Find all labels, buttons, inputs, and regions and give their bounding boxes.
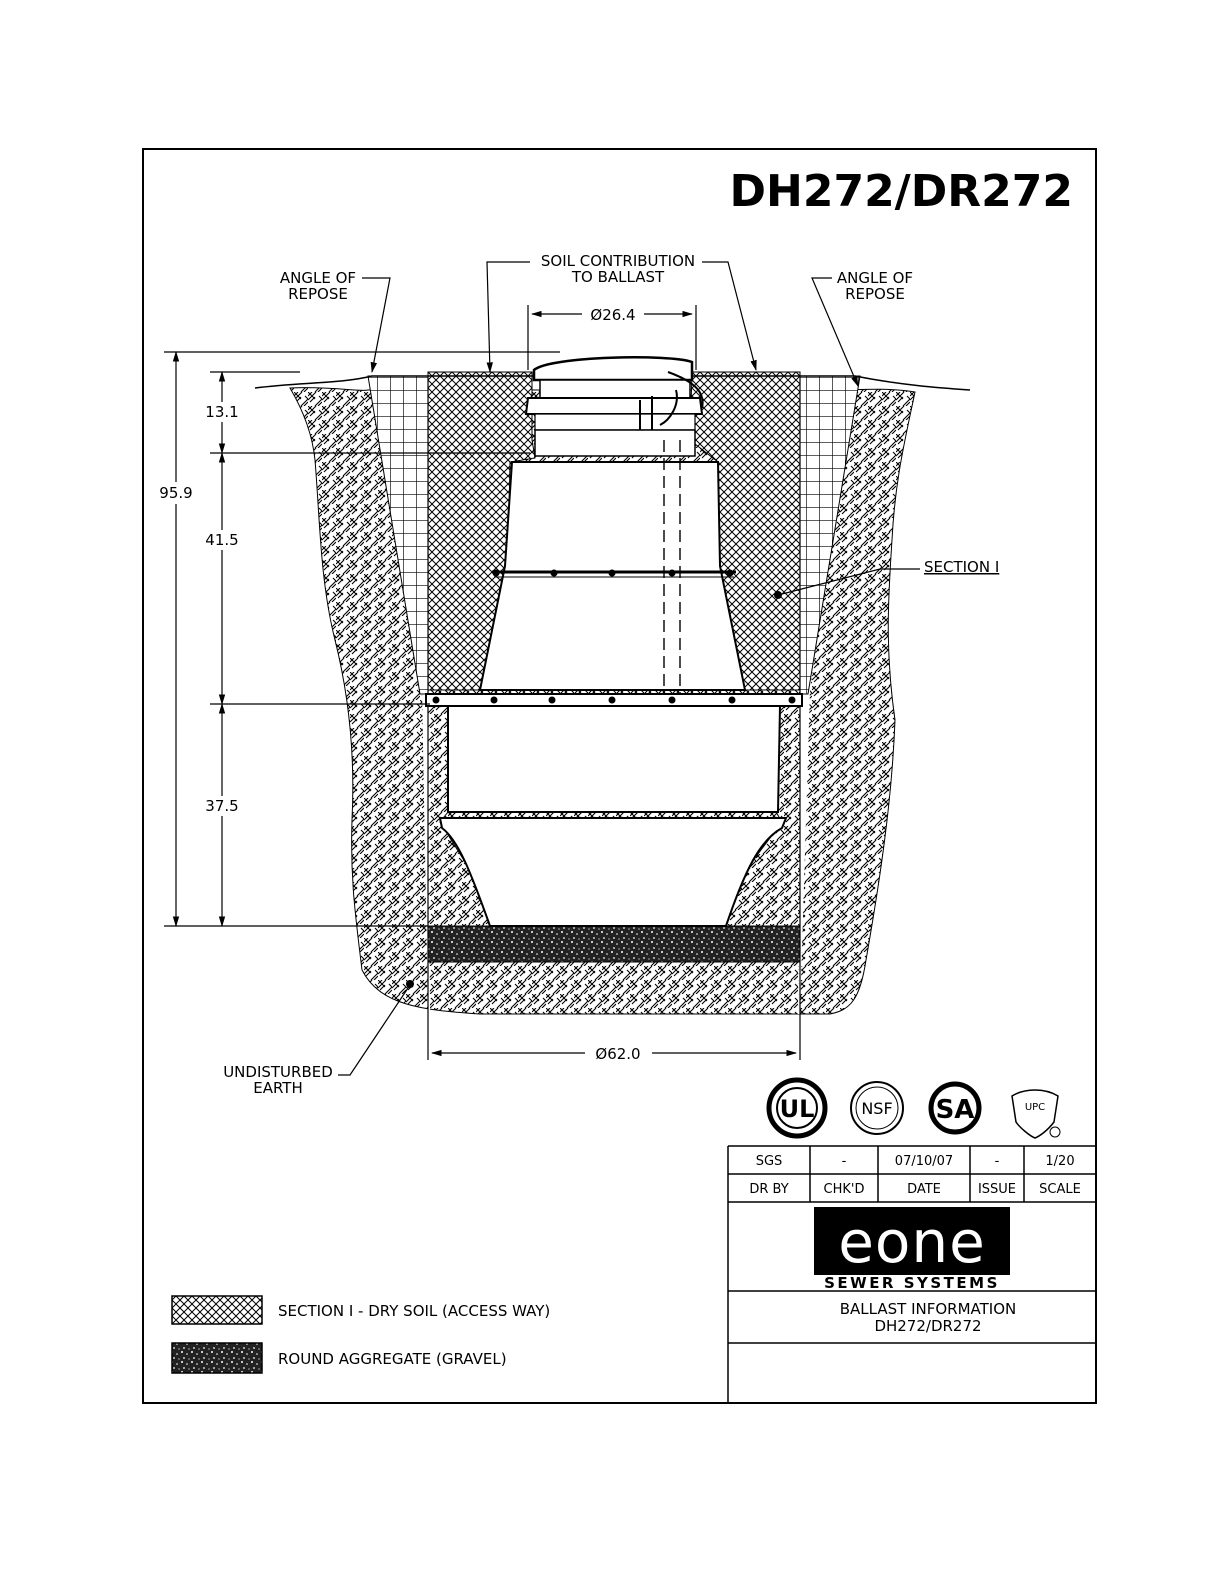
nsf-logo-text: NSF xyxy=(861,1099,892,1118)
title-header-date: DATE xyxy=(907,1182,941,1197)
upc-logo-icon: UPC xyxy=(1011,1089,1061,1139)
ul-logo-text: UL xyxy=(780,1095,815,1123)
section-view xyxy=(254,356,971,1060)
title-header-scale: SCALE xyxy=(1039,1182,1081,1197)
undisturbed-earth-label-1: UNDISTURBED xyxy=(223,1063,333,1081)
drawing-title: DH272/DR272 xyxy=(729,166,1073,217)
undisturbed-earth-label-2: EARTH xyxy=(253,1079,303,1097)
legend-label-crosshatch: SECTION I - DRY SOIL (ACCESS WAY) xyxy=(278,1302,550,1320)
dimension-labels: 95.9 13.1 41.5 37.5 Ø26.4 Ø62.0 xyxy=(159,306,640,1063)
title-value-dr-by: SGS xyxy=(756,1154,783,1169)
flange-bolts xyxy=(432,569,796,704)
title-header-chkd: CHK'D xyxy=(824,1182,865,1197)
title-block xyxy=(727,1145,1096,1403)
title-block-text: SGS - 07/10/07 - 1/20 DR BY CHK'D DATE I… xyxy=(749,1154,1081,1335)
soil-contribution-label-1: SOIL CONTRIBUTION xyxy=(541,252,695,270)
segment-top-label: 13.1 xyxy=(205,403,238,421)
angle-of-repose-right-label-1: ANGLE OF xyxy=(837,269,913,287)
bottom-diameter-label: Ø62.0 xyxy=(595,1045,640,1063)
sheet-border xyxy=(142,148,1097,1404)
title-value-chkd: - xyxy=(842,1154,847,1169)
legend-label-gravel: ROUND AGGREGATE (GRAVEL) xyxy=(278,1350,507,1368)
csa-logo-icon: SA xyxy=(928,1081,982,1135)
segment-middle-label: 41.5 xyxy=(205,531,238,549)
gravel-bed xyxy=(427,925,801,963)
nsf-logo-icon: NSF xyxy=(850,1081,904,1135)
certifications: UL NSF SA UPC xyxy=(766,1077,1061,1139)
title-description-1: BALLAST INFORMATION xyxy=(840,1300,1016,1318)
title-value-date: 07/10/07 xyxy=(895,1154,953,1169)
legend-swatch-gravel xyxy=(171,1342,263,1374)
ul-logo-icon: UL xyxy=(766,1077,828,1139)
title-value-issue: - xyxy=(995,1154,1000,1169)
eone-logo-text: eone xyxy=(838,1208,986,1276)
overall-height-label: 95.9 xyxy=(159,484,192,502)
angle-of-repose-left-label-1: ANGLE OF xyxy=(280,269,356,287)
eone-logo-subtitle: SEWER SYSTEMS xyxy=(824,1274,1000,1292)
title-header-dr-by: DR BY xyxy=(749,1182,788,1197)
eone-logo: eone SEWER SYSTEMS xyxy=(814,1207,1010,1292)
angle-of-repose-right-label-2: REPOSE xyxy=(845,285,905,303)
angle-of-repose-left-label-2: REPOSE xyxy=(288,285,348,303)
title-value-scale: 1/20 xyxy=(1045,1154,1074,1169)
title-header-issue: ISSUE xyxy=(978,1182,1016,1197)
section-i-label: SECTION I xyxy=(924,558,999,576)
csa-logo-text: SA xyxy=(936,1095,975,1125)
legend-swatch-crosshatch xyxy=(171,1295,263,1325)
leaders xyxy=(338,261,920,1076)
callout-labels: ANGLE OF REPOSE SOIL CONTRIBUTION TO BAL… xyxy=(223,252,999,1097)
title-description-2: DH272/DR272 xyxy=(874,1317,981,1335)
top-diameter-label: Ø26.4 xyxy=(590,306,635,324)
soil-contribution-label-2: TO BALLAST xyxy=(571,268,665,286)
segment-bottom-label: 37.5 xyxy=(205,797,238,815)
legend: SECTION I - DRY SOIL (ACCESS WAY) ROUND … xyxy=(171,1295,550,1374)
upc-logo-text: UPC xyxy=(1025,1102,1045,1113)
